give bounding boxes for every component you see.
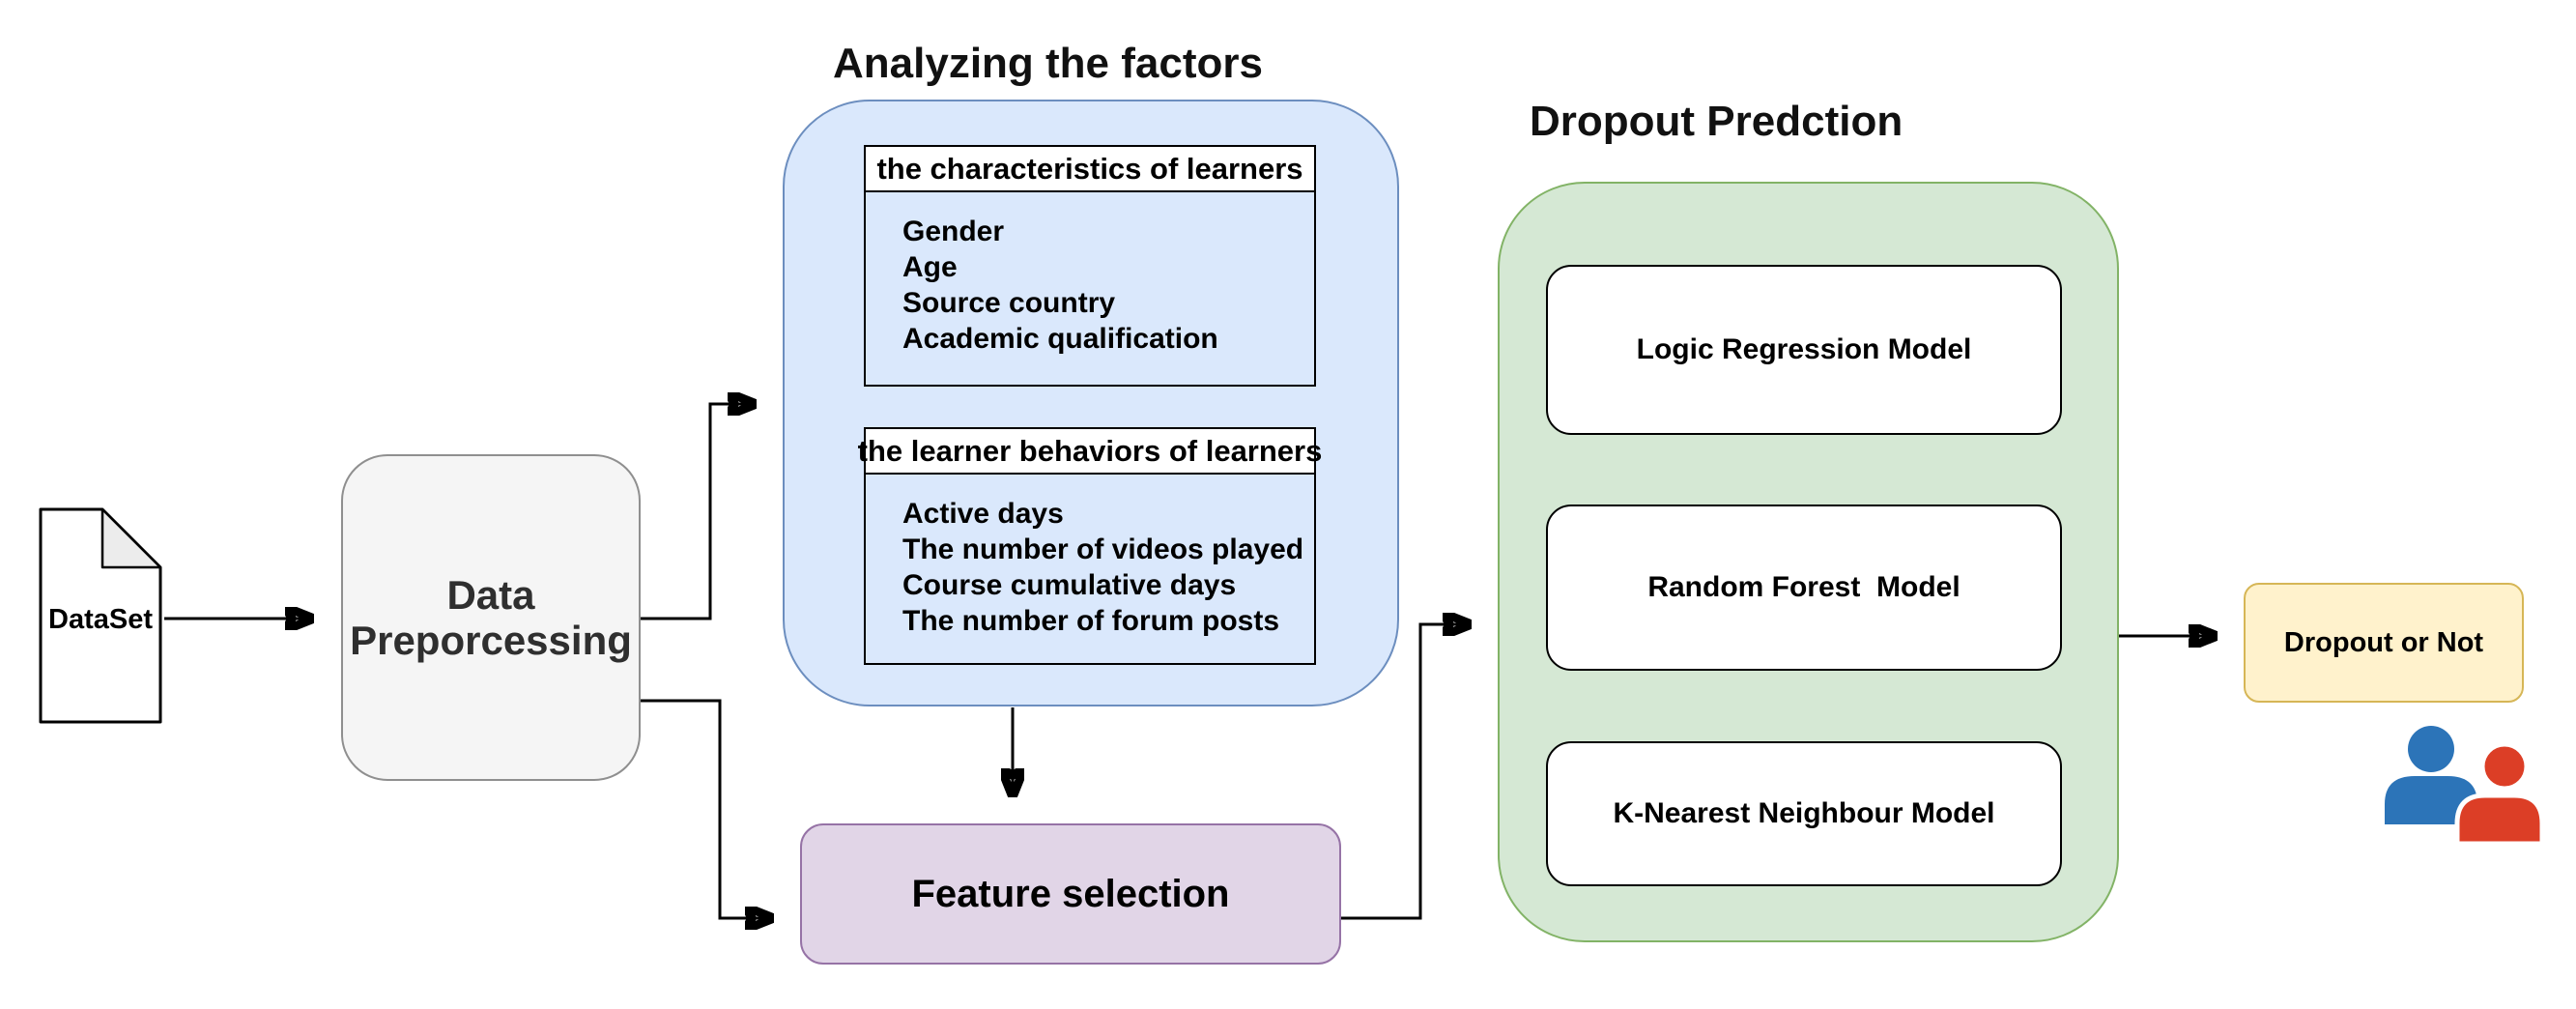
behaviors-box: the learner behaviors of learners Active…: [858, 427, 1322, 665]
dropout-or-not-node: Dropout or Not: [2244, 583, 2524, 703]
preprocessing-label: Data Preporcessing: [350, 571, 632, 663]
feature-selection-label: Feature selection: [911, 872, 1230, 915]
factors-container: the characteristics of learners Gender A…: [783, 100, 1399, 706]
characteristic-item: Source country: [902, 287, 1116, 319]
behavior-item: The number of videos played: [902, 533, 1304, 565]
behavior-item: Active days: [902, 498, 1064, 530]
model-box-k-nearest-neighbour: K-Nearest Neighbour Model: [1546, 741, 2062, 886]
random-forest-label: Random Forest Model: [1647, 571, 1961, 603]
blue-person-icon: [2385, 726, 2477, 824]
arrow-preprocessing-to-feature-selection: [641, 699, 771, 918]
characteristics-header: the characteristics of learners: [866, 147, 1314, 192]
k-nearest-neighbour-label: K-Nearest Neighbour Model: [1613, 797, 1995, 829]
model-box-random-forest: Random Forest Model: [1546, 504, 2062, 671]
dataset-label: DataSet: [48, 604, 153, 635]
characteristics-box: the characteristics of learners Gender A…: [864, 145, 1316, 387]
arrow-preprocessing-to-factors: [641, 404, 754, 620]
document-icon: [39, 507, 162, 724]
preprocessing-node: Data Preporcessing: [341, 454, 641, 781]
characteristic-item: Gender: [902, 216, 1005, 247]
dropout-or-not-label: Dropout or Not: [2283, 626, 2484, 658]
characteristic-item: Age: [902, 251, 958, 283]
feature-selection-node: Feature selection: [800, 823, 1341, 965]
dataset-node: DataSet: [39, 507, 162, 724]
logic-regression-label: Logic Regression Model: [1636, 333, 1972, 365]
characteristics-list: Gender Age Source country Academic quali…: [866, 192, 1314, 357]
behavior-item: The number of forum posts: [902, 605, 1279, 637]
factors-section-title: Analyzing the factors: [833, 40, 1263, 87]
people-icon: [2385, 726, 2545, 847]
characteristic-item: Academic qualification: [902, 323, 1218, 355]
behaviors-list: Active days The number of videos played …: [866, 475, 1314, 639]
prediction-section-title: Dropout Predction: [1530, 98, 1903, 145]
behavior-item: Course cumulative days: [902, 569, 1237, 601]
behaviors-header: the learner behaviors of learners: [858, 429, 1322, 475]
model-box-logic-regression: Logic Regression Model: [1546, 265, 2062, 435]
red-person-icon: [2454, 741, 2545, 847]
folded-corner: [100, 507, 162, 569]
prediction-container: Logic Regression Model Random Forest Mod…: [1498, 182, 2119, 942]
